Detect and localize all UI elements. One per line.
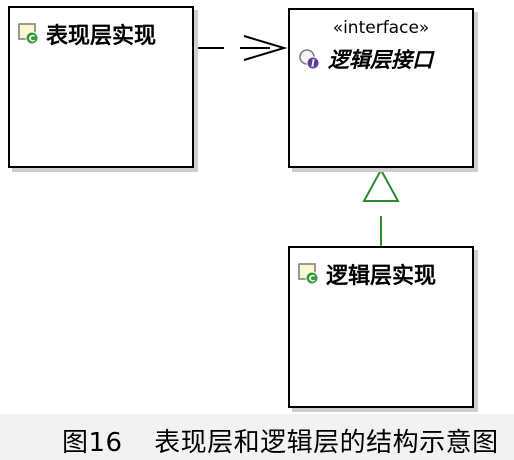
figure-number: 图16 — [62, 428, 123, 458]
logic-impl-label: 逻辑层实现 — [326, 264, 437, 289]
logic-impl-class-box[interactable]: C 逻辑层实现 — [288, 246, 474, 408]
logic-interface-header: I 逻辑层接口 — [290, 38, 472, 74]
diagram-canvas: C 表现层实现 «interface» I 逻辑层接口 C 逻辑层实现 — [8, 6, 474, 408]
figure-caption: 图16 表现层和逻辑层的结构示意图 — [62, 422, 499, 459]
connector-layer — [195, 35, 400, 246]
logic-impl-header: C 逻辑层实现 — [290, 248, 472, 290]
figure-caption-text: 表现层和逻辑层的结构示意图 — [154, 428, 499, 458]
dependency-connector — [195, 35, 288, 61]
realization-connector — [362, 167, 400, 246]
class-icon: C — [298, 263, 319, 285]
dependency-arrowhead — [243, 35, 288, 61]
interface-icon: I — [299, 49, 320, 70]
svg-text:C: C — [29, 35, 36, 45]
realization-triangle-arrowhead — [362, 167, 400, 202]
presentation-impl-header: C 表现层实现 — [10, 8, 192, 50]
logic-interface-label: 逻辑层接口 — [328, 48, 433, 72]
presentation-impl-label: 表现层实现 — [46, 24, 157, 49]
caption-band — [0, 414, 514, 460]
svg-text:C: C — [309, 275, 316, 285]
logic-interface-box[interactable]: «interface» I 逻辑层接口 — [288, 8, 474, 168]
presentation-impl-class-box[interactable]: C 表现层实现 — [8, 6, 194, 168]
class-icon: C — [18, 23, 39, 45]
interface-stereotype-label: «interface» — [332, 18, 430, 38]
svg-text:I: I — [310, 60, 316, 70]
